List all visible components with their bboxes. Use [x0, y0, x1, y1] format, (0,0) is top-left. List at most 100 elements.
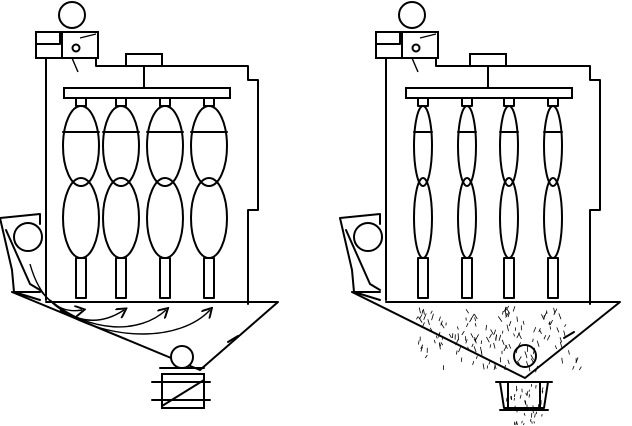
dust-particle [435, 335, 438, 339]
dust-particle [504, 366, 506, 371]
dust-particle [517, 342, 521, 347]
dust-particle [549, 319, 553, 326]
dust-particle [423, 308, 425, 315]
dust-particle [532, 410, 535, 414]
dust-particle [548, 321, 551, 325]
dust-particle [564, 324, 567, 328]
dust-particle [438, 331, 441, 338]
dust-particle [519, 394, 522, 399]
dust-particle [558, 313, 562, 320]
dust-particle [524, 351, 527, 355]
dust-particle [521, 420, 523, 424]
dust-particle [485, 324, 487, 331]
dust-particle [475, 334, 479, 341]
dust-particle [461, 330, 465, 336]
dust-particle [516, 316, 518, 322]
panel-left-inflated [0, 1, 279, 409]
dust-particle [529, 418, 532, 422]
dust-particle [543, 334, 547, 340]
right-dust-fall [416, 305, 582, 426]
dust-particle [424, 354, 428, 359]
left-valve-assembly [35, 1, 99, 73]
dust-particle [474, 317, 477, 322]
dust-particle [515, 422, 517, 426]
dust-particle [493, 365, 496, 370]
dust-particle [526, 361, 529, 366]
right-bag-1 [413, 97, 433, 299]
dust-particle [518, 356, 522, 362]
dust-particle [489, 344, 492, 348]
left-hopper [0, 213, 279, 409]
right-hopper [339, 213, 621, 411]
dust-particle [507, 312, 510, 318]
dust-particle [528, 394, 531, 398]
dust-particle [433, 339, 436, 344]
right-bag-2 [457, 97, 477, 299]
dust-particle [503, 345, 508, 352]
dust-particle [467, 346, 470, 351]
dust-particle [524, 400, 526, 404]
dust-particle [466, 322, 469, 328]
dust-particle [530, 354, 534, 360]
left-bag-4 [190, 97, 228, 299]
dust-particle [429, 327, 433, 331]
dust-particle [514, 393, 516, 398]
dust-particle [541, 314, 545, 320]
dust-particle [497, 316, 503, 322]
dust-particle [502, 311, 504, 315]
dust-particle [508, 343, 512, 349]
dust-particle [515, 349, 518, 354]
dust-particle [535, 411, 538, 415]
dust-particle [471, 343, 474, 348]
left-bags [62, 97, 228, 299]
right-housing [353, 53, 601, 305]
dust-particle [418, 340, 420, 345]
dust-particle [498, 334, 502, 341]
panel-right-collapsed [339, 1, 621, 426]
dust-particle [541, 390, 544, 394]
dust-particle [532, 405, 534, 408]
dust-particle [532, 338, 534, 343]
dust-particle [516, 421, 518, 426]
dust-particle [523, 412, 526, 416]
dust-particle [456, 350, 458, 355]
dust-particle [559, 341, 563, 349]
dust-particle [457, 326, 459, 330]
dust-particle [438, 343, 441, 350]
dust-particle [472, 360, 475, 366]
dust-particle [568, 350, 570, 355]
dust-particle [517, 346, 520, 350]
dust-particle [438, 316, 441, 322]
dust-particle [474, 336, 477, 344]
dust-particle [440, 342, 444, 346]
dust-particle [505, 305, 510, 311]
dust-particle [546, 335, 551, 341]
dust-particle [525, 400, 527, 405]
dust-particle [561, 357, 563, 364]
dust-particle [523, 423, 525, 426]
dust-particle [559, 337, 563, 343]
dust-particle [506, 308, 510, 314]
dust-particle [495, 334, 498, 340]
dust-particle [475, 355, 478, 360]
dust-particle [421, 309, 424, 314]
right-bag-4 [543, 97, 563, 299]
dust-particle [553, 308, 558, 316]
left-housing [13, 53, 259, 305]
dust-particle [458, 346, 462, 353]
dust-particle [419, 314, 423, 319]
dust-particle [488, 361, 491, 365]
left-airflow-arrows [29, 263, 210, 335]
dust-particle [505, 312, 510, 318]
dust-particle [525, 354, 528, 359]
dust-particle [431, 313, 434, 321]
dust-particle [418, 307, 421, 314]
dust-particle [528, 389, 530, 392]
dust-particle [470, 333, 474, 338]
dust-particle [494, 363, 497, 370]
right-valve-assembly [375, 1, 439, 73]
dust-particle [445, 322, 447, 326]
dust-particle [448, 333, 452, 339]
dust-particle [549, 326, 551, 330]
